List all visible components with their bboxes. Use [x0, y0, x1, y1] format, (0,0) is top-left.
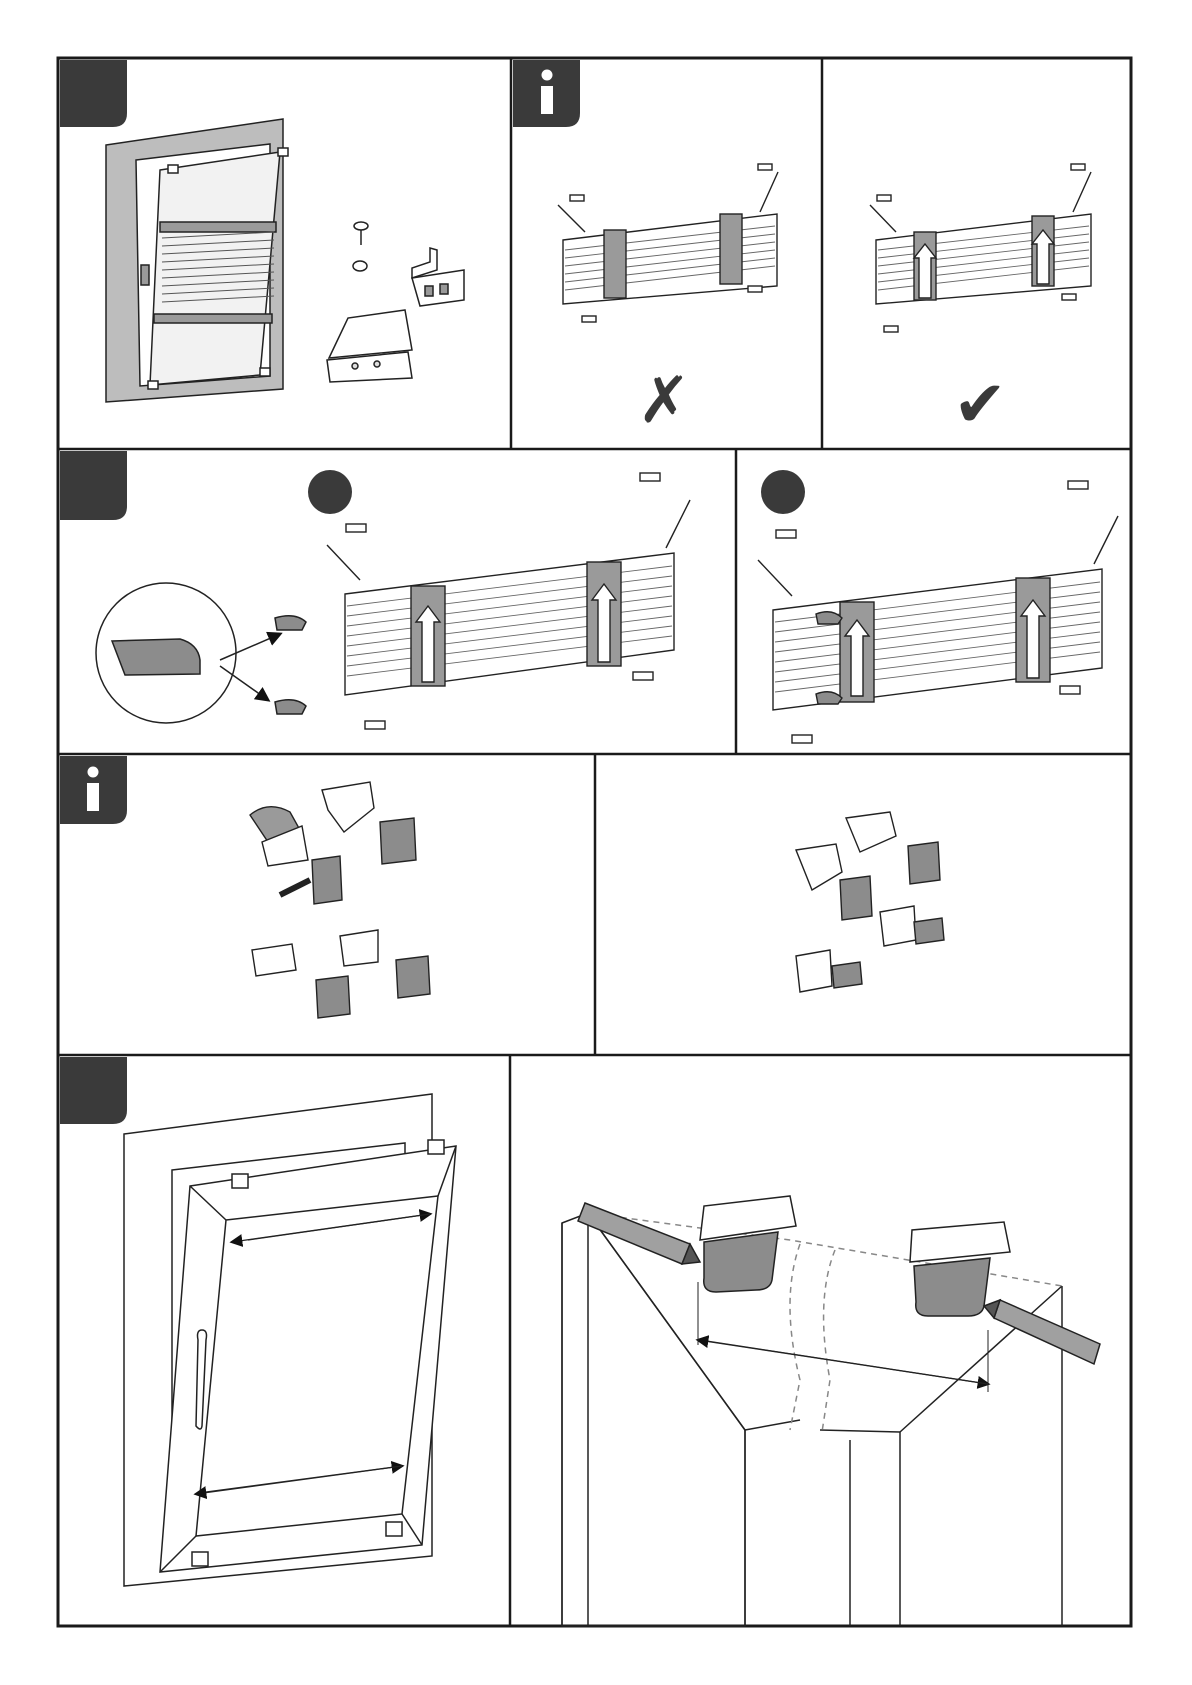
wrong-mark: ✗	[637, 364, 691, 438]
option-badge-1	[308, 470, 352, 514]
bracket-measure-illustration	[562, 1196, 1100, 1626]
window-with-blind-illustration	[106, 119, 288, 402]
step-tab-3	[60, 1057, 127, 1124]
mounting-parts-illustration	[327, 222, 464, 382]
blind-option-2	[758, 481, 1118, 743]
blind-correct-orientation	[870, 164, 1091, 332]
correct-mark: ✔	[953, 368, 1007, 442]
info-tab-1	[513, 60, 580, 127]
window-measure-illustration	[124, 1094, 456, 1674]
blind-option-1	[327, 473, 690, 729]
step-tab-2	[60, 451, 127, 520]
option-badge-2	[761, 470, 805, 514]
bracket-assembly-illustration	[250, 782, 430, 1018]
cap-detail-magnifier	[96, 583, 306, 723]
bracket-result-illustration	[796, 812, 944, 992]
step-tab-1	[60, 60, 127, 127]
info-tab-2	[60, 756, 127, 824]
blind-wrong-orientation	[558, 164, 778, 322]
